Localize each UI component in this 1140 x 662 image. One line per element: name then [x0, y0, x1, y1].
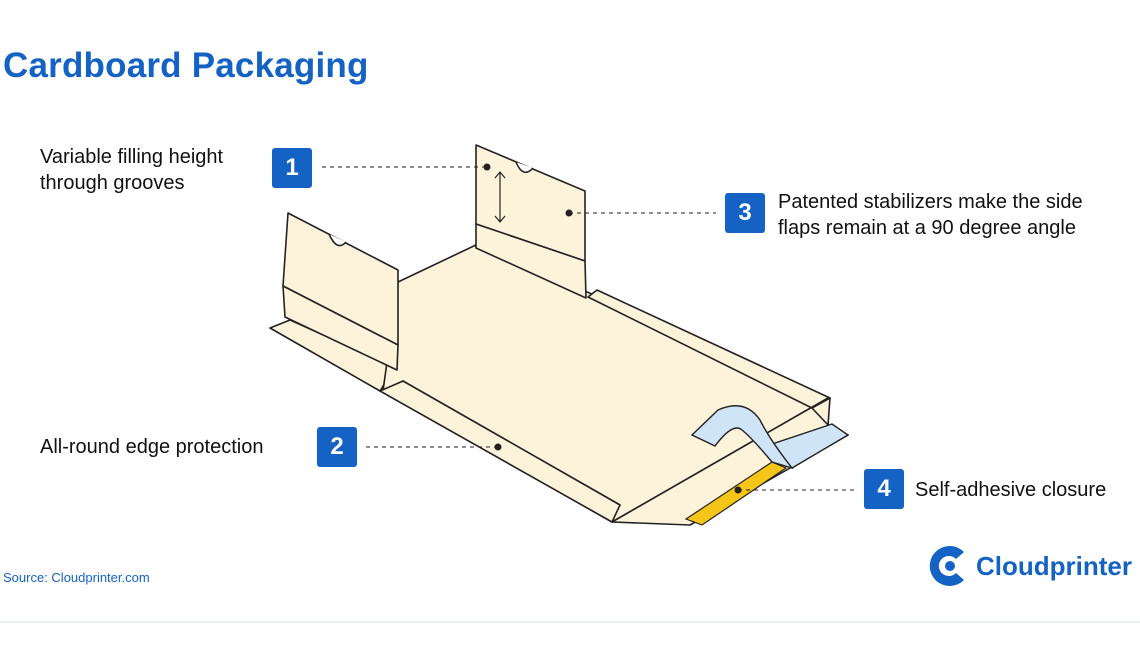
callout-3-line-2: flaps remain at a 90 degree angle	[778, 217, 1076, 239]
adhesive-strip	[684, 461, 788, 526]
callout-1-text: Variable filling height through grooves	[40, 144, 223, 196]
callout-2-line-1: All-round edge protection	[40, 436, 264, 458]
brand-name: Cloudprinter	[976, 550, 1132, 581]
callout-4-text: Self-adhesive closure	[915, 477, 1106, 503]
callout-1-line-1: Variable filling height	[40, 146, 224, 168]
rear-side-flap-base	[475, 223, 587, 299]
callout-1-line-2: through grooves	[40, 172, 185, 194]
callout-4-badge: 4	[864, 469, 904, 509]
right-back-flap	[811, 397, 831, 426]
callout-3-line-1: Patented stabilizers make the side	[778, 191, 1083, 213]
left-flap-notch	[328, 233, 347, 247]
leader-dot-4	[734, 486, 742, 494]
callout-1-badge: 1	[272, 148, 312, 188]
rear-flap-notch	[515, 161, 534, 174]
cloudprinter-logo-icon	[929, 546, 964, 586]
brand-logo: Cloudprinter	[926, 542, 1132, 590]
release-liner-curl	[690, 405, 794, 470]
leader-dot-3	[565, 209, 573, 217]
callout-3-text: Patented stabilizers make the side flaps…	[778, 189, 1083, 241]
source-credit: Source: Cloudprinter.com	[3, 570, 150, 585]
callout-3-badge: 3	[725, 193, 765, 233]
page-title: Cardboard Packaging	[3, 46, 369, 85]
front-edge-strip	[379, 380, 621, 523]
callout-4-line-1: Self-adhesive closure	[915, 479, 1107, 501]
footer-divider	[0, 621, 1140, 623]
left-side-flap-base	[282, 285, 399, 371]
callout-2-text: All-round edge protection	[40, 434, 263, 460]
callout-2-badge: 2	[317, 427, 357, 467]
leader-dot-1	[483, 163, 491, 171]
leader-dot-2	[494, 443, 502, 451]
